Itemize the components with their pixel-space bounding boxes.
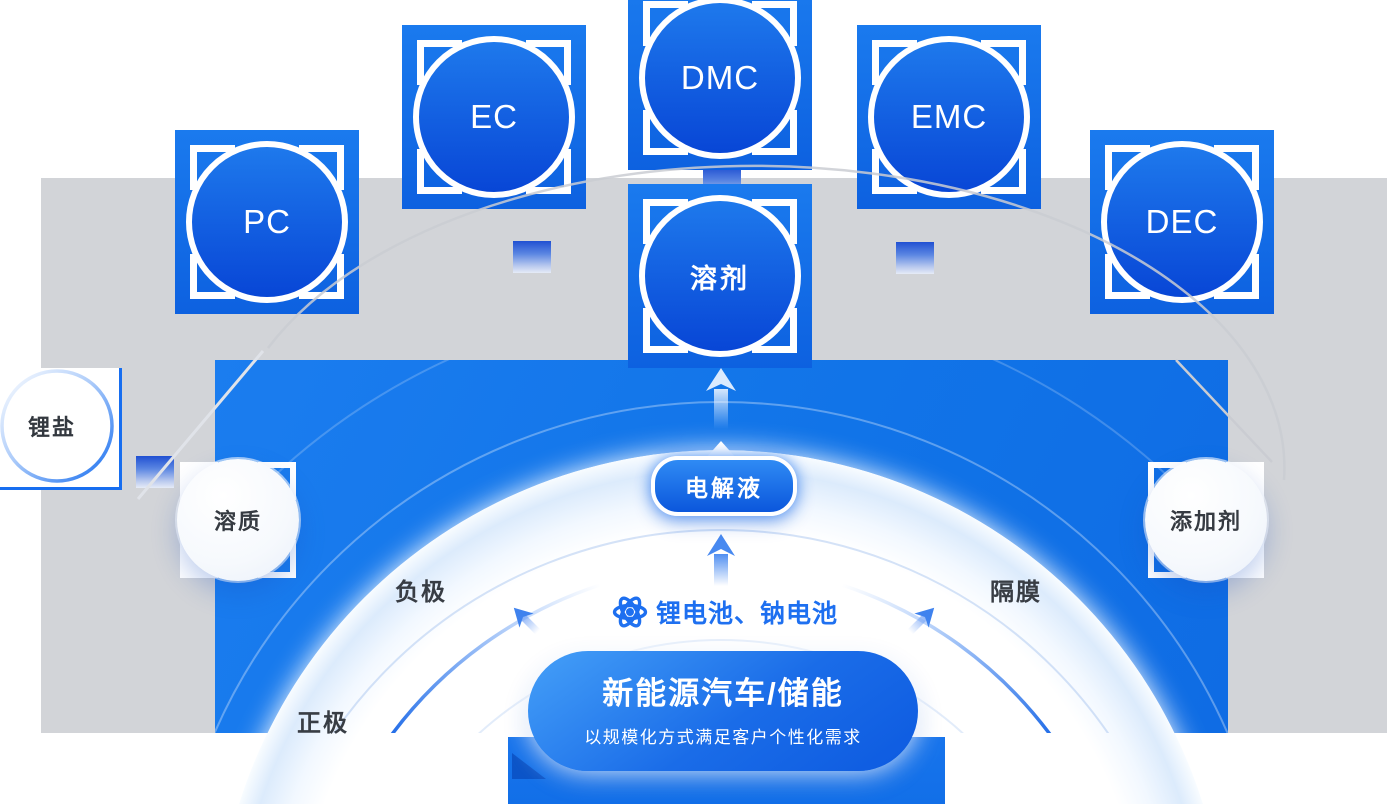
solvent-node-tile: 溶剂 xyxy=(628,184,812,368)
solvent-tile-dec: DEC xyxy=(1090,130,1274,314)
connector-square xyxy=(136,456,174,488)
left-inner-arc xyxy=(390,583,602,733)
atom-icon xyxy=(612,596,648,628)
batteries-label: 锂电池、钠电池 xyxy=(656,600,839,628)
solvent-tile-ec: EC xyxy=(402,25,586,209)
solute-label: 溶质 xyxy=(213,509,262,534)
solvent-tile-label: PC xyxy=(243,203,291,240)
additive-circle: 添加剂 xyxy=(1145,459,1267,581)
solvent-circle: DMC xyxy=(639,0,801,159)
solvent-circle: DEC xyxy=(1101,141,1263,303)
solvent-tile-emc: EMC xyxy=(857,25,1041,209)
connector-square xyxy=(513,241,551,273)
center-up-arrow-icon xyxy=(707,534,735,586)
connector-square xyxy=(896,242,934,274)
cathode-label: 正极 xyxy=(297,710,349,737)
application-pill: 新能源汽车/储能 以规模化方式满足客户个性化需求 xyxy=(528,651,918,771)
solvent-tile-label: DMC xyxy=(680,59,760,96)
electrolyte-label: 电解液 xyxy=(685,475,763,501)
left-up-arrow-icon xyxy=(513,607,541,635)
solvent-circle: EMC xyxy=(868,36,1030,198)
solvent-tile-label: DEC xyxy=(1145,203,1219,240)
solvent-circle: PC xyxy=(186,141,348,303)
anode-label: 负极 xyxy=(395,579,447,606)
solvent-circle: 溶剂 xyxy=(639,195,801,357)
corner-brackets xyxy=(643,1,797,155)
solvent-tile-dmc: DMC xyxy=(628,0,812,170)
application-title: 新能源汽车/储能 xyxy=(602,676,844,711)
solvent-tile-label: EC xyxy=(470,98,518,135)
solvent-circle: EC xyxy=(413,36,575,198)
solvent-tile-label: EMC xyxy=(910,98,988,135)
solvent-tile-pc: PC xyxy=(175,130,359,314)
additive-label: 添加剂 xyxy=(1169,509,1242,534)
salt-arc-decoration xyxy=(0,369,114,483)
electrolyte-pill: 电解液 xyxy=(651,456,797,516)
separator-label: 隔膜 xyxy=(990,579,1042,606)
arch-decorations xyxy=(333,529,1109,733)
application-subtitle: 以规模化方式满足客户个性化需求 xyxy=(584,728,862,747)
right-inner-arc xyxy=(840,583,1052,733)
bottom-triangle-decoration xyxy=(512,753,546,779)
solute-circle: 溶质 xyxy=(177,459,299,581)
lithium-salt-box: 锂盐 xyxy=(0,368,122,490)
right-up-arrow-icon xyxy=(907,607,935,635)
solvent-node-label: 溶剂 xyxy=(690,263,750,294)
lithium-salt-label: 锂盐 xyxy=(28,415,77,440)
